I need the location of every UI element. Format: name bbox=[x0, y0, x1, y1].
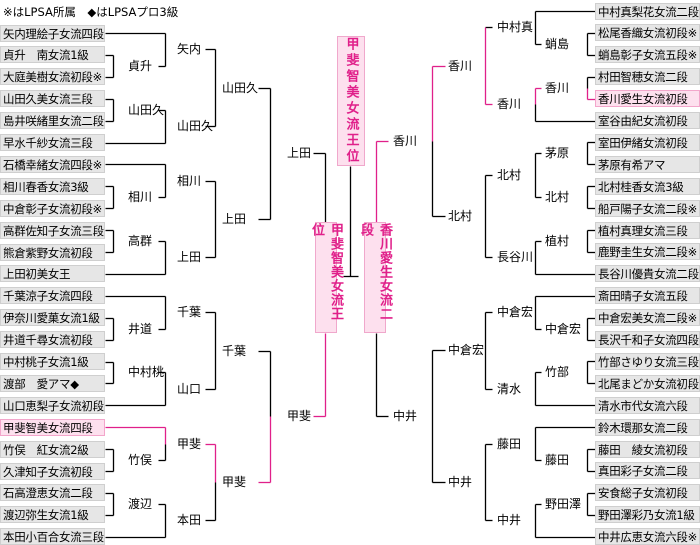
entrant-right: 安食総子女流初段 bbox=[595, 484, 700, 502]
round-winner-label: 中倉宏 bbox=[497, 305, 534, 320]
entrant-right: 室田伊緒女流初段 bbox=[595, 133, 700, 151]
round-winner-label: 香川 bbox=[448, 58, 473, 73]
entrant-right: 室谷由紀女流初段 bbox=[595, 112, 700, 129]
round-winner-label: 野田澤 bbox=[545, 496, 582, 511]
round-winner-label: 中井 bbox=[497, 513, 522, 528]
round-winner-label: 清水 bbox=[497, 381, 522, 396]
entrant-left: 中倉彰子女流初段※ bbox=[0, 199, 105, 217]
entrant-right: 清水市代女流六段 bbox=[595, 396, 700, 414]
entrant-right: 松尾香織女流初段※ bbox=[595, 24, 700, 42]
entrant-right: 中井広恵女流六段※ bbox=[595, 528, 700, 545]
entrant-left: 渡部 愛アマ◆ bbox=[0, 374, 105, 392]
entrant-left: 竹俣 紅女流2級 bbox=[0, 440, 105, 458]
finalist-left-box: 甲斐智美女流王位 bbox=[309, 222, 343, 333]
round-winner-label: 長谷川 bbox=[497, 250, 534, 265]
entrant-left: 渡辺弥生女流1級 bbox=[0, 506, 105, 524]
entrant-right: 植村真理女流三段 bbox=[595, 221, 700, 239]
entrant-right: 村田智穂女流二段 bbox=[595, 68, 700, 86]
round-winner-label: 北村 bbox=[448, 209, 473, 224]
entrant-left: 甲斐智美女流四段 bbox=[0, 418, 105, 436]
entrant-right: 斎田晴子女流五段 bbox=[595, 287, 700, 305]
round-winner-label: 香川 bbox=[497, 97, 522, 112]
round-winner-label: 千葉 bbox=[177, 305, 202, 320]
champion-box: 甲斐智美女流王位 bbox=[337, 36, 365, 166]
entrant-right: 茅原有希アマ bbox=[595, 155, 700, 173]
round-winner-label: 植村 bbox=[545, 233, 570, 248]
entrant-right: 香川愛生女流初段 bbox=[595, 90, 700, 108]
entrant-right: 蛸島彰子女流五段※ bbox=[595, 46, 700, 64]
entrant-right: 竹部さゆり女流三段 bbox=[595, 352, 700, 370]
round-winner-label: 北村 bbox=[497, 168, 522, 183]
round-winner-label: 本田 bbox=[177, 513, 202, 528]
entrant-left: 中村桃子女流1級 bbox=[0, 353, 105, 370]
entrant-right: 藤田 綾女流初段 bbox=[595, 440, 700, 458]
entrant-left: 上田初美女王 bbox=[0, 265, 105, 283]
entrant-left: 熊倉紫野女流初段 bbox=[0, 243, 105, 261]
round-winner-label: 山田久 bbox=[177, 119, 214, 134]
round-winner-label: 貞升 bbox=[128, 58, 153, 73]
round-winner-label: 山田久 bbox=[128, 102, 165, 117]
round-winner-label: 山口 bbox=[177, 381, 202, 396]
round-winner-label: 蛸島 bbox=[545, 36, 570, 51]
entrant-left: 貞升 南女流1級 bbox=[0, 46, 105, 64]
entrant-left: 千葉涼子女流四段 bbox=[0, 287, 105, 305]
entrant-left: 相川春香女流3級 bbox=[0, 177, 105, 195]
round-winner-label: 藤田 bbox=[545, 452, 570, 467]
round-winner-label: 北村 bbox=[545, 190, 570, 205]
round-winner-label: 中村桃 bbox=[128, 365, 165, 380]
round-winner-label: 上田 bbox=[177, 250, 202, 265]
round-winner-label: 山田久 bbox=[222, 80, 259, 95]
entrant-left: 矢内理絵子女流四段 bbox=[0, 24, 105, 42]
entrant-right: 北村桂香女流3級 bbox=[595, 177, 700, 195]
round-winner-label: 上田 bbox=[222, 212, 247, 227]
round-winner-label: 井道 bbox=[128, 321, 153, 336]
entrant-left: 島井咲緒里女流二段※ bbox=[0, 112, 105, 130]
entrant-left: 早水千紗女流三段 bbox=[0, 134, 105, 151]
round-winner-label: 渡辺 bbox=[128, 496, 153, 511]
round-winner-label: 相川 bbox=[177, 173, 202, 188]
entrant-right: 野田澤彩乃女流1級 bbox=[595, 506, 700, 524]
round-winner-label: 千葉 bbox=[222, 343, 247, 358]
entrant-left: 井道千尋女流初段 bbox=[0, 331, 105, 349]
round-winner-label: 香川 bbox=[545, 80, 570, 95]
entrant-right: 北尾まどか女流初段 bbox=[595, 374, 700, 392]
entrant-right: 鹿野圭生女流二段※ bbox=[595, 243, 700, 261]
round-winner-label: 中倉宏 bbox=[448, 343, 485, 358]
entrant-left: 本田小百合女流三段 bbox=[0, 528, 105, 545]
round-winner-label: 竹部 bbox=[545, 365, 570, 380]
round-winner-label: 中倉宏 bbox=[545, 321, 582, 336]
round-winner-label: 中井 bbox=[393, 409, 418, 424]
entrant-left: 高群佐知子女流三段 bbox=[0, 221, 105, 239]
round-winner-label: 甲斐 bbox=[287, 409, 312, 424]
round-winner-label: 甲斐 bbox=[177, 436, 202, 451]
round-winner-label: 藤田 bbox=[497, 436, 522, 451]
entrant-left: 伊奈川愛菓女流1級 bbox=[0, 309, 105, 327]
entrant-right: 長沢千和子女流四段 bbox=[595, 331, 700, 348]
round-winner-label: 上田 bbox=[287, 146, 312, 161]
entrant-right: 中倉宏美女流二段※ bbox=[595, 309, 700, 327]
entrant-left: 久津知子女流初段 bbox=[0, 462, 105, 480]
round-winner-label: 高群 bbox=[128, 234, 153, 249]
entrant-right: 長谷川優貴女流二段 bbox=[595, 265, 700, 283]
entrant-left: 山田久美女流三段 bbox=[0, 90, 105, 108]
round-winner-label: 香川 bbox=[393, 134, 418, 149]
entrant-left: 石橋幸緒女流四段※ bbox=[0, 155, 105, 173]
round-winner-label: 甲斐 bbox=[222, 474, 247, 489]
legend-note: ※はLPSA所属 ◆はLPSAプロ3級 bbox=[3, 5, 179, 19]
entrant-left: 大庭美樹女流初段※ bbox=[0, 68, 105, 86]
round-winner-label: 矢内 bbox=[177, 42, 202, 57]
entrant-right: 中村真梨花女流二段 bbox=[595, 2, 700, 20]
entrant-right: 真田彩子女流二段 bbox=[595, 462, 700, 480]
round-winner-label: 竹俣 bbox=[128, 453, 153, 468]
entrant-right: 鈴木環那女流二段 bbox=[595, 418, 700, 436]
entrant-right: 船戸陽子女流二段※ bbox=[595, 199, 700, 217]
round-winner-label: 中井 bbox=[448, 474, 473, 489]
entrant-left: 石高澄恵女流二段 bbox=[0, 484, 105, 502]
round-winner-label: 中村真 bbox=[497, 20, 534, 35]
entrant-left: 山口恵梨子女流初段 bbox=[0, 396, 105, 414]
round-winner-label: 相川 bbox=[128, 190, 153, 205]
round-winner-label: 茅原 bbox=[545, 146, 570, 161]
finalist-right-box: 香川愛生女流二段 bbox=[358, 222, 392, 333]
